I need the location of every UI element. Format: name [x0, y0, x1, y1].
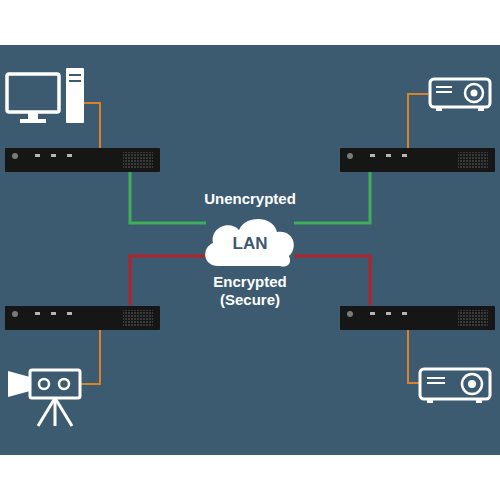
av-over-ip-device — [340, 306, 495, 330]
av-cable — [408, 330, 420, 383]
projector-foot — [427, 399, 433, 403]
node-label: LAN — [200, 234, 300, 254]
projector-vent — [427, 382, 445, 384]
camera-lens — [8, 371, 30, 397]
unencrypted-link — [294, 172, 370, 223]
pc-drive-slot — [69, 74, 81, 76]
projector-lens — [462, 374, 482, 394]
projector-vent — [436, 86, 452, 88]
network-cloud: LAN — [200, 212, 300, 270]
monitor-stand — [28, 112, 38, 120]
background-panel — [0, 45, 500, 455]
av-over-ip-device — [340, 148, 495, 172]
pc-tower-icon — [66, 68, 84, 123]
encrypted-link — [294, 256, 370, 305]
projector-vent — [436, 91, 452, 93]
pc-drive-slot — [69, 80, 81, 82]
av-over-ip-device — [5, 306, 160, 330]
tripod-leg — [55, 398, 72, 426]
link-label: Unencrypted — [180, 190, 320, 208]
projector-icon — [420, 369, 490, 399]
monitor-icon — [7, 74, 59, 112]
camera-reel — [59, 379, 69, 389]
av-over-ip-device — [5, 148, 160, 172]
tripod-leg — [38, 398, 55, 426]
camera-reel — [39, 379, 49, 389]
projector-foot — [436, 107, 442, 111]
unencrypted-link — [130, 172, 206, 223]
monitor-base — [20, 119, 46, 123]
projector-lens — [471, 90, 478, 97]
projector-vent — [427, 377, 445, 379]
av-cable — [82, 103, 100, 148]
link-label: Encrypted (Secure) — [200, 273, 300, 309]
av-cable — [408, 94, 428, 148]
av-cable — [80, 330, 100, 384]
projector-lens — [468, 380, 476, 388]
projector-icon — [430, 79, 490, 107]
projector-foot — [476, 399, 482, 403]
camera-icon — [30, 370, 80, 398]
projector-foot — [478, 107, 484, 111]
encrypted-link — [130, 256, 206, 305]
projector-lens — [465, 84, 483, 102]
